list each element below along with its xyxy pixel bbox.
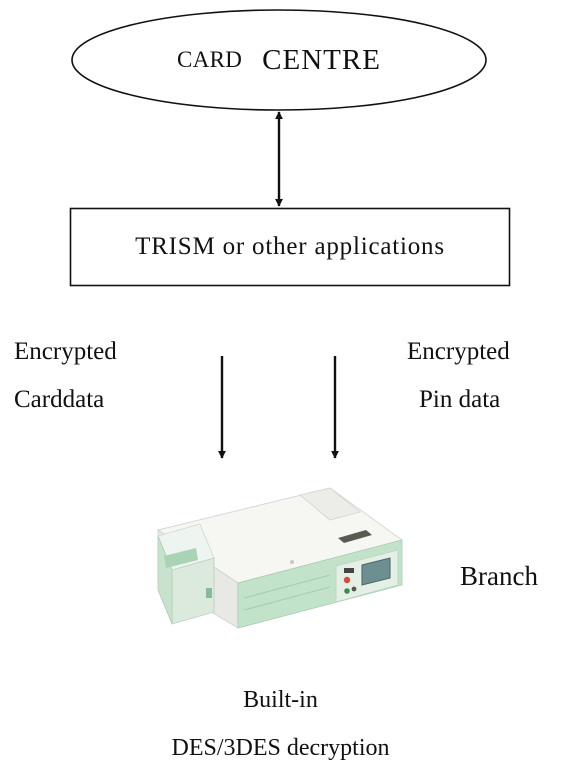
left-label-line1: Encrypted (14, 338, 117, 365)
card-centre-label: CARD CENTRE (72, 34, 486, 86)
card-centre-word-card: CARD (177, 47, 243, 72)
device-screen (361, 557, 391, 586)
branch-label: Branch (460, 561, 538, 591)
application-box: TRISM or other applications (70, 208, 510, 286)
branch-device-illustration (156, 487, 404, 629)
right-label-line1: Encrypted (407, 338, 510, 365)
card-centre-ellipse (71, 9, 487, 111)
bottom-label-line2: DES/3DES decryption (171, 735, 390, 761)
left-label-line2: Carddata (14, 386, 105, 413)
application-box-label: TRISM or other applications (135, 233, 445, 260)
bottom-label-line1: Built-in (243, 687, 318, 713)
right-label-line2: Pin data (419, 386, 501, 413)
card-centre-word-centre: CENTRE (262, 43, 381, 76)
application-box-border (69, 207, 511, 287)
